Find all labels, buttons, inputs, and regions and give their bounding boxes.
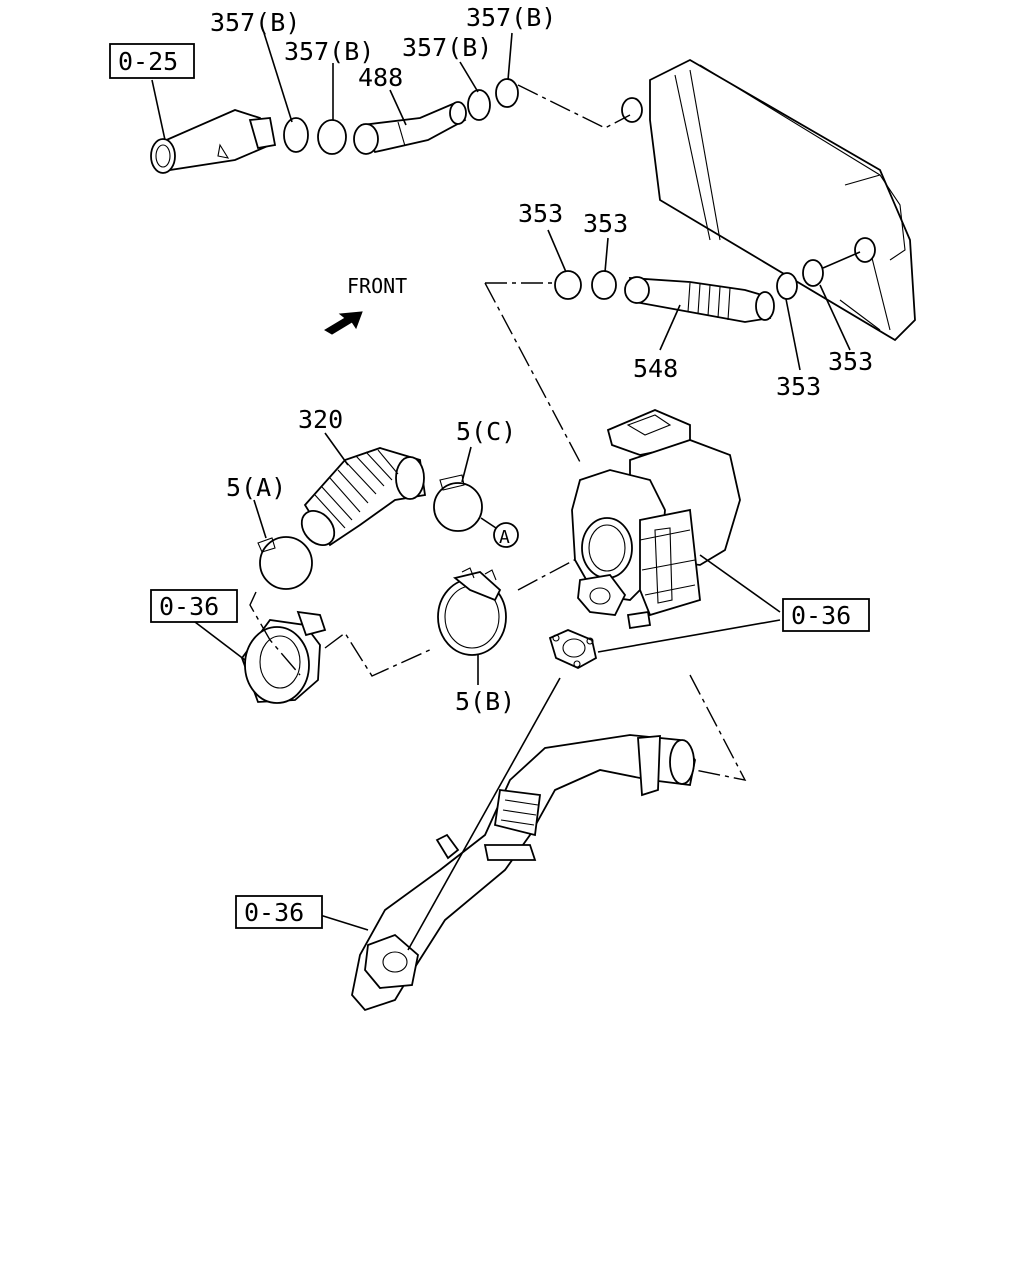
leader-353-to-cooler — [822, 251, 861, 269]
clamp-5c — [433, 474, 483, 532]
callout-488: 488 — [358, 63, 403, 92]
clamp-5b — [437, 567, 507, 656]
callout-labels: 357(B) 357(B) 357(B) 357(B) 488 353 353 … — [210, 3, 873, 716]
ref-box-025-label: 0-25 — [118, 47, 178, 76]
front-arrow-icon — [324, 311, 363, 335]
circle-a-marker: A — [480, 517, 519, 548]
leader-dash-pipe — [689, 674, 747, 781]
leader-turbo-036 — [699, 554, 781, 613]
callout-5c: 5(C) — [456, 417, 516, 446]
clamp-357b-set — [283, 78, 519, 155]
ref-box-036-right-label: 0-36 — [791, 601, 851, 630]
gasket — [548, 629, 598, 670]
ref-box-036-left: 0-36 — [150, 589, 238, 623]
circle-a-label: A — [499, 527, 510, 548]
upper-intake-pipe — [150, 109, 277, 174]
hose-488 — [353, 101, 467, 155]
ref-box-036-bottom-label: 0-36 — [244, 898, 304, 927]
callout-357b-1: 357(B) — [210, 8, 300, 37]
clamp-353-set — [554, 259, 824, 300]
callout-353-3: 353 — [828, 347, 873, 376]
leader-dash-5a — [249, 591, 301, 676]
callout-353-4: 353 — [776, 372, 821, 401]
left-inlet-elbow — [240, 610, 327, 704]
callout-320: 320 — [298, 405, 343, 434]
hose-320 — [300, 447, 427, 547]
leader-dash-top — [517, 84, 631, 129]
hose-548 — [624, 276, 775, 323]
callout-5b: 5(B) — [455, 687, 515, 716]
front-label: FRONT — [347, 274, 407, 298]
callout-357b-3: 357(B) — [402, 33, 492, 62]
leader-gasket-036 — [597, 619, 781, 653]
callout-353-1: 353 — [518, 199, 563, 228]
callout-353-2: 353 — [583, 209, 628, 238]
callout-leaders — [151, 32, 851, 931]
callout-357b-4: 357(B) — [466, 3, 556, 32]
callout-357b-2: 357(B) — [284, 37, 374, 66]
ref-box-036-right: 0-36 — [782, 598, 870, 632]
clamp-5a — [257, 536, 313, 590]
ref-box-025: 0-25 — [109, 43, 195, 79]
turbocharger — [571, 409, 741, 630]
intercooler — [621, 58, 916, 342]
callout-548: 548 — [633, 354, 678, 383]
callout-5a: 5(A) — [226, 473, 286, 502]
leader-dash-5b — [324, 631, 435, 677]
leader-gasket-pipe — [407, 677, 561, 951]
ref-box-036-bottom: 0-36 — [235, 895, 323, 929]
ref-box-036-left-label: 0-36 — [159, 592, 219, 621]
leader-dash-turbo-top — [484, 282, 581, 463]
lower-exhaust-pipe — [351, 734, 696, 1012]
